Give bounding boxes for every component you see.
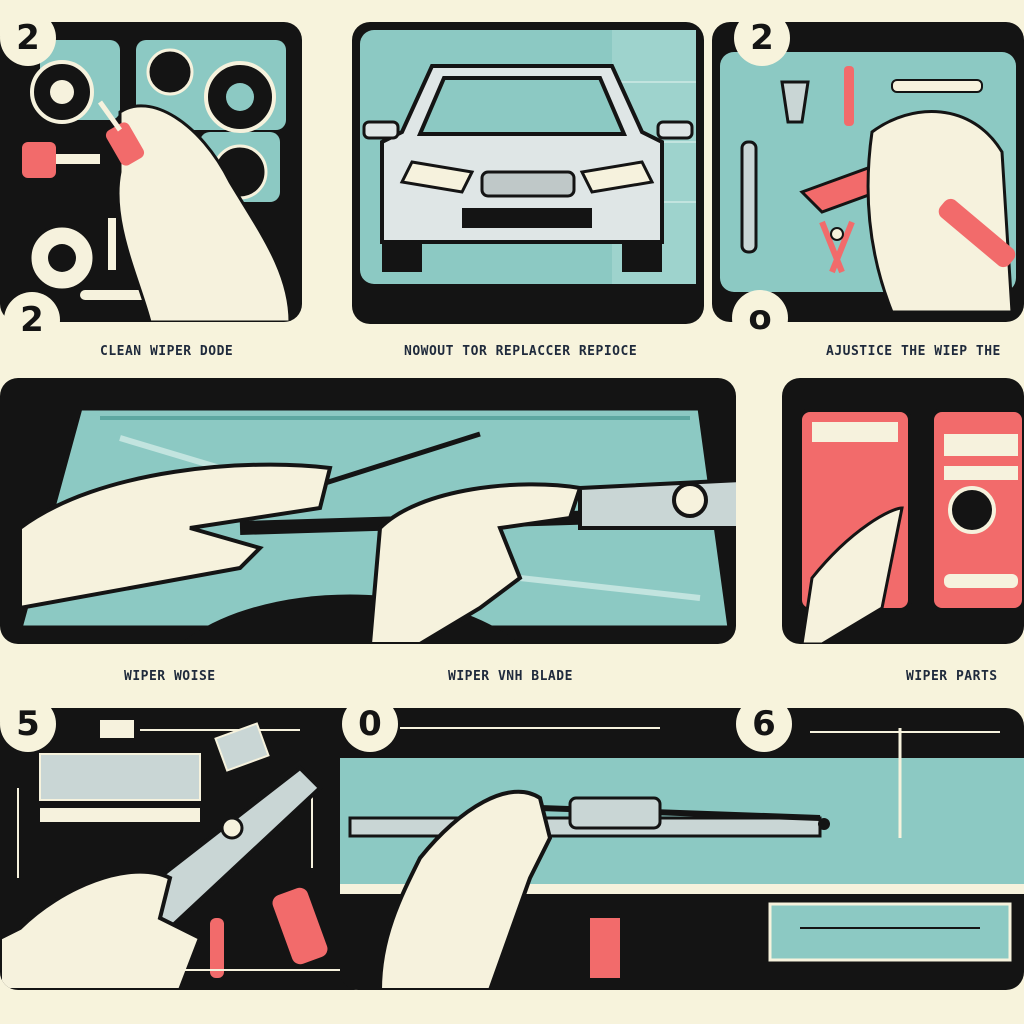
panel-wiper-parts xyxy=(782,378,1024,644)
hand-icon xyxy=(800,506,904,644)
panel-clean-wiper-illustration xyxy=(22,40,292,322)
step-number-badge: 2 xyxy=(4,292,60,348)
block-icon xyxy=(214,722,270,772)
caption-wiper-blade: WIPER VNH BLADE xyxy=(448,669,573,684)
key-blade xyxy=(56,154,100,164)
caption-clean-wiper: CLEAN WIPER DODE xyxy=(100,344,234,359)
tire-left xyxy=(382,242,422,272)
lower-rail xyxy=(768,902,1012,962)
mirror-left xyxy=(362,120,400,140)
wrench-icon xyxy=(210,918,224,978)
tool-icon xyxy=(844,66,854,126)
screwdriver-icon xyxy=(269,884,331,968)
hand-icon xyxy=(377,789,553,990)
step-number-badge: 2 xyxy=(734,10,790,66)
hand-right-icon xyxy=(367,482,583,644)
step-number-badge: 6 xyxy=(736,696,792,752)
screwdriver-shaft xyxy=(97,100,123,132)
panel-tools-pliers-illustration xyxy=(0,720,350,990)
bolt-center xyxy=(48,244,76,272)
step-number-badge: 0 xyxy=(342,696,398,752)
knob-center xyxy=(226,83,254,111)
step-number-badge: 5 xyxy=(0,696,56,752)
file-tool-icon xyxy=(891,79,983,93)
knob-icon xyxy=(146,48,194,96)
hand-icon xyxy=(116,104,292,322)
caption-adjust: AJUSTICE THE WIEP THE xyxy=(826,344,1001,359)
grille xyxy=(480,170,576,198)
wiper-connector-icon xyxy=(568,796,662,830)
hand-icon xyxy=(0,869,203,990)
step-number-badge: o xyxy=(732,290,788,346)
pliers-icon xyxy=(819,220,855,274)
pin-icon xyxy=(108,218,116,270)
windshield xyxy=(416,76,628,136)
wrench-icon xyxy=(944,574,1018,588)
wrench-icon xyxy=(740,140,758,254)
license-plate xyxy=(462,208,592,228)
bolt-icon xyxy=(948,486,996,534)
clip-icon xyxy=(590,918,620,978)
headlight-right xyxy=(579,160,655,194)
mirror-right xyxy=(656,120,694,140)
tire-right xyxy=(622,242,662,272)
tool-handle-icon xyxy=(938,198,1016,268)
knob-center xyxy=(50,80,74,104)
clip-icon xyxy=(780,80,810,124)
caption-replace: NOWOUT TOR REPLACCER REPIOCE xyxy=(404,344,638,359)
caption-wiper-noise: WIPER WOISE xyxy=(124,669,216,684)
panel-tools-pliers xyxy=(0,708,372,990)
panel-wiper-parts-illustration xyxy=(798,408,1024,644)
panel-wiper-blade-illustration xyxy=(16,405,736,644)
panel-install-wiper xyxy=(340,708,1024,990)
panel-adjust-tools-illustration xyxy=(720,52,1016,314)
panel-install-wiper-illustration xyxy=(340,727,1024,990)
panel-car-front xyxy=(352,22,704,324)
brush-icon xyxy=(39,753,201,801)
hand-left-icon xyxy=(18,462,333,611)
panel-adjust-tools xyxy=(712,22,1024,322)
step-number-badge: 2 xyxy=(0,10,56,66)
caption-wiper-parts: WIPER PARTS xyxy=(906,669,998,684)
panel-wiper-blade xyxy=(0,378,736,644)
panel-clean-wiper xyxy=(0,22,302,322)
key-fob-icon xyxy=(22,142,56,178)
pivot-icon xyxy=(672,482,708,518)
screwdriver-handle-icon xyxy=(105,122,145,166)
panel-car-front-illustration xyxy=(360,30,696,284)
headlight-left xyxy=(399,160,475,194)
